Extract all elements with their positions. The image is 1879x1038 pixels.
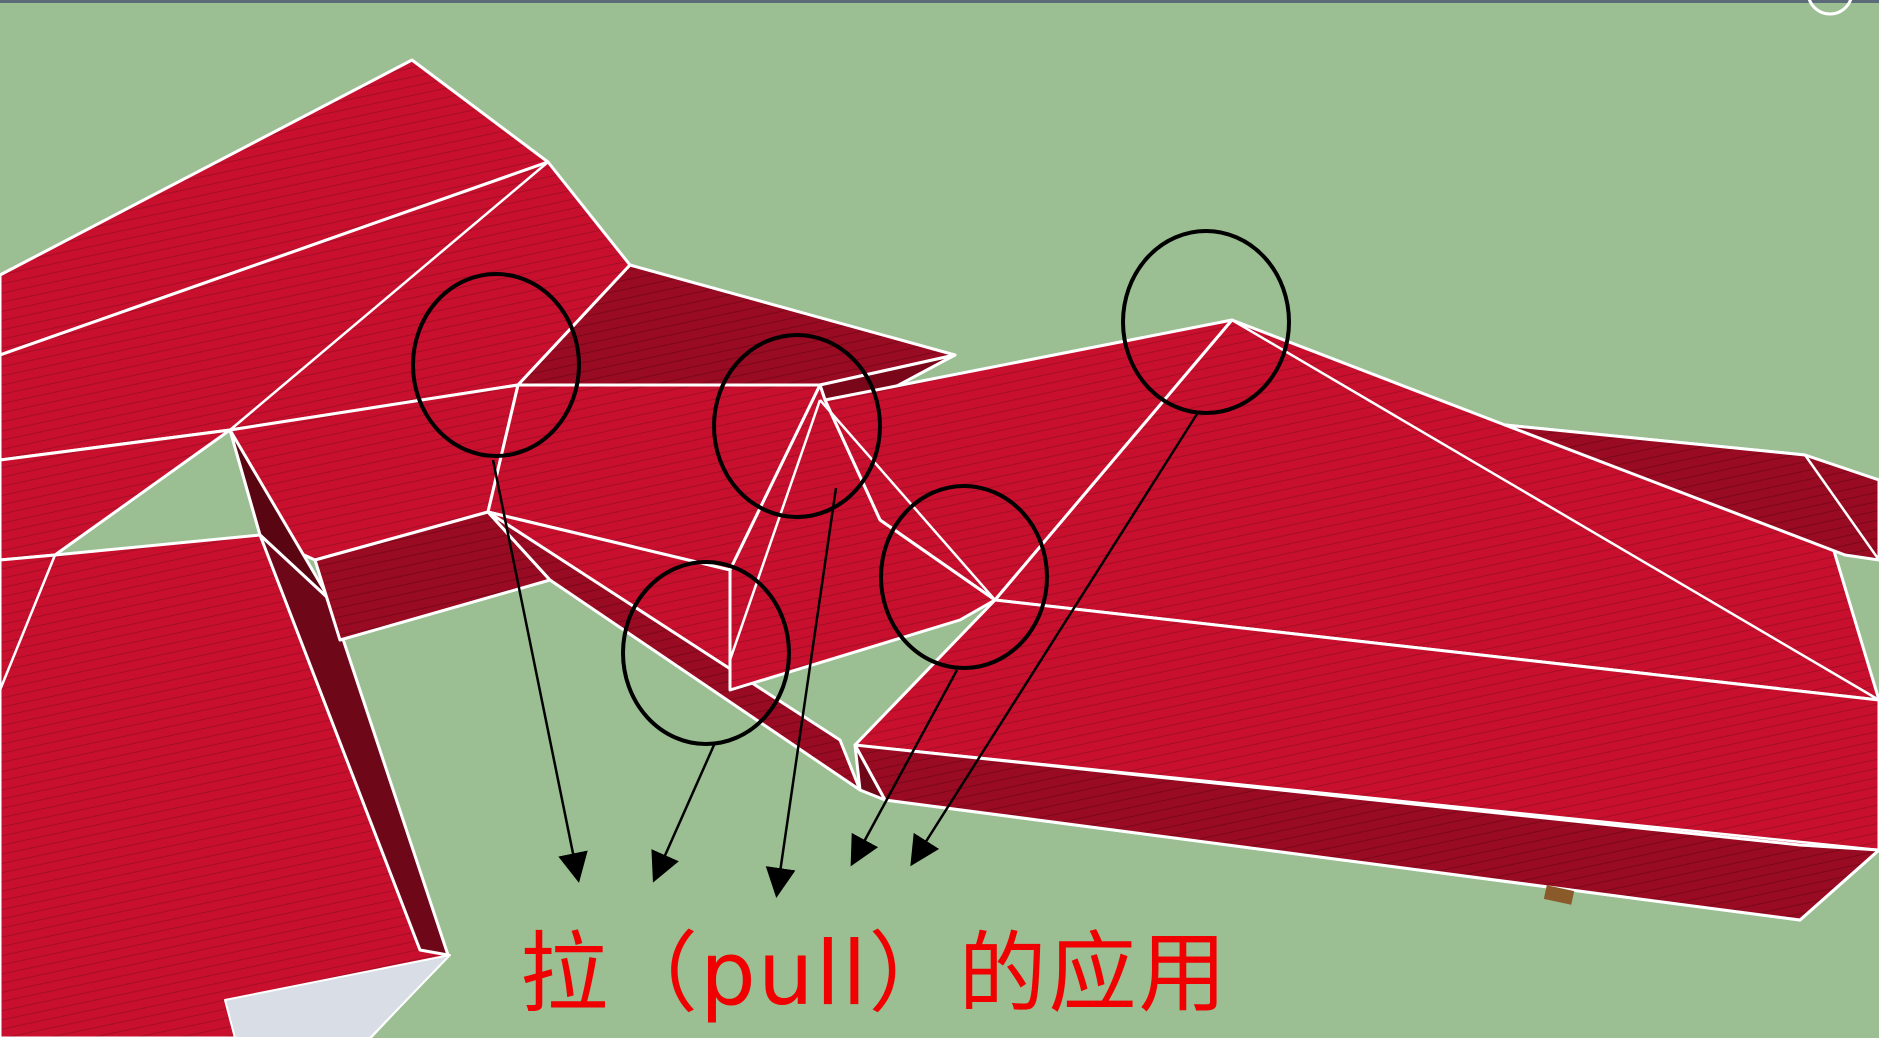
annotation-circle-4 xyxy=(879,484,1049,670)
annotation-arrow-3 xyxy=(765,487,838,898)
slide-caption: 拉（pull）的应用 xyxy=(520,922,1229,1025)
annotation-arrows xyxy=(491,413,1199,898)
annotation-circle-3 xyxy=(1121,229,1291,415)
annotation-circle-5 xyxy=(621,560,791,746)
annotation-circles xyxy=(411,229,1291,746)
chimney-stub xyxy=(1543,885,1575,905)
annotation-arrow-2 xyxy=(651,744,716,883)
roof-model xyxy=(0,58,1879,1038)
ridge-lines xyxy=(0,161,1879,852)
roof-face-right-valley-face xyxy=(728,383,997,692)
building-wall xyxy=(224,954,451,1038)
top-border xyxy=(0,0,1879,3)
annotation-circle-1 xyxy=(411,272,581,458)
annotation-arrow-5 xyxy=(910,413,1199,867)
roof-face-right-lower-left-eave xyxy=(853,743,887,802)
corner-widget-icon xyxy=(1807,0,1853,16)
roof-face-right-far-back xyxy=(1503,423,1879,562)
annotation-arrow-4 xyxy=(850,669,959,867)
annotation-circle-2 xyxy=(712,333,882,519)
annotation-arrow-1 xyxy=(491,459,588,883)
